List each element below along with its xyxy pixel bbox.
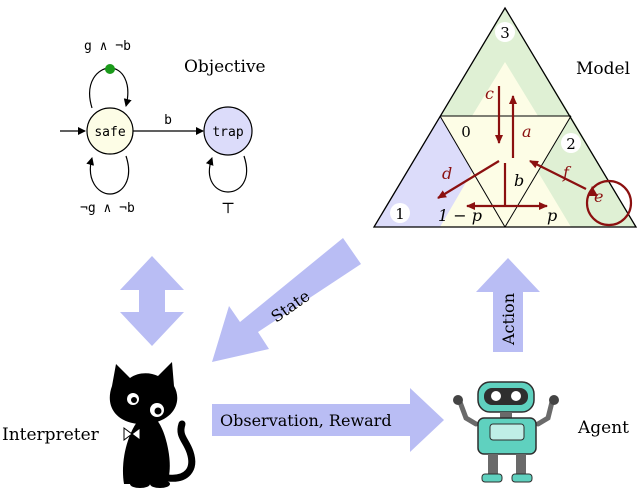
divider-left [439, 115, 506, 228]
robot-hand-right [549, 395, 559, 405]
safe-top-self-loop [89, 67, 132, 109]
cat-pupil-right [154, 407, 162, 415]
objective-interpreter-double-arrow [120, 256, 184, 346]
region-3 [440, 8, 571, 116]
label-b: b [514, 171, 524, 190]
robot-arm-right [535, 399, 555, 427]
region-1-inner [440, 172, 505, 227]
robot-screen [489, 423, 525, 441]
region-1-badge [390, 203, 410, 223]
state-arrow: State [212, 238, 361, 362]
label-one-minus-p: 1 − p [438, 206, 482, 225]
label-a: a [522, 122, 532, 141]
observation-reward-arrow: Observation, Reward [212, 388, 444, 452]
region-2-badge [561, 133, 581, 153]
observation-reward-label: Observation, Reward [220, 411, 392, 430]
robot-foot-left [481, 473, 503, 483]
model-title: Model [576, 59, 630, 79]
robot-eye-right [511, 391, 521, 401]
state-trap-label: trap [212, 125, 243, 140]
robot-foot-right [511, 473, 533, 483]
region-0-label: 0 [461, 123, 471, 141]
cat-body [122, 414, 170, 484]
model-triangle: Model 3 1 2 0 [372, 6, 638, 228]
region-3-badge [495, 22, 515, 42]
state-arrow-shape [212, 238, 361, 362]
objective-automaton: Objective g ∧ ¬b safe ¬g ∧ ¬b b trap ⊤ [60, 39, 266, 217]
region-3-inner [472, 62, 538, 116]
robot-leg-left [488, 454, 498, 476]
label-p: p [547, 206, 557, 225]
cat-foot-right [150, 480, 170, 488]
robot-icon [453, 381, 559, 483]
cat-icon [109, 362, 196, 488]
edge-b-label: b [164, 113, 172, 128]
region-0-inner [472, 116, 538, 172]
safe-bottom-self-loop [86, 155, 130, 195]
cat-foot-left [130, 480, 150, 488]
region-1-label: 1 [395, 205, 405, 223]
label-f: f [562, 163, 572, 182]
robot-arm-left [457, 399, 479, 427]
transition-f-arrow [529, 160, 587, 190]
action-arrow-shape [476, 258, 540, 352]
safe-self-loop-top-label: g ∧ ¬b [84, 39, 131, 54]
cat-pupil-left [131, 397, 137, 403]
cat-tail [164, 420, 196, 482]
robot-neck [500, 412, 512, 418]
state-safe-label: safe [94, 125, 125, 140]
robot-leg-right [516, 454, 526, 476]
objective-title: Objective [184, 57, 266, 77]
action-arrow-label: Action [499, 293, 518, 346]
region-2-label: 2 [566, 135, 576, 153]
transition-e-arrowhead [588, 186, 598, 196]
cat-head [109, 362, 178, 425]
transition-d-arrow [437, 160, 500, 199]
label-d: d [442, 164, 452, 183]
region-3-label: 3 [500, 24, 510, 42]
label-e: e [594, 187, 603, 206]
cat-bow [123, 427, 141, 441]
robot-visor [484, 388, 528, 405]
safe-self-loop-bottom-label: ¬g ∧ ¬b [80, 201, 135, 216]
region-2-inner [505, 172, 571, 227]
accepting-dot [105, 64, 115, 74]
trap-loop-label: ⊤ [221, 199, 235, 217]
state-trap [203, 106, 253, 156]
robot-eye-left [491, 391, 501, 401]
observation-reward-arrow-shape [212, 388, 444, 452]
interpreter-label: Interpreter [2, 425, 100, 445]
transition-e-loop [585, 179, 633, 227]
label-c: c [485, 84, 494, 103]
action-arrow: Action [476, 258, 540, 352]
robot-hand-left [453, 395, 463, 405]
divider-right [504, 115, 572, 228]
trap-self-loop [205, 155, 248, 193]
agent-label: Agent [577, 418, 629, 438]
